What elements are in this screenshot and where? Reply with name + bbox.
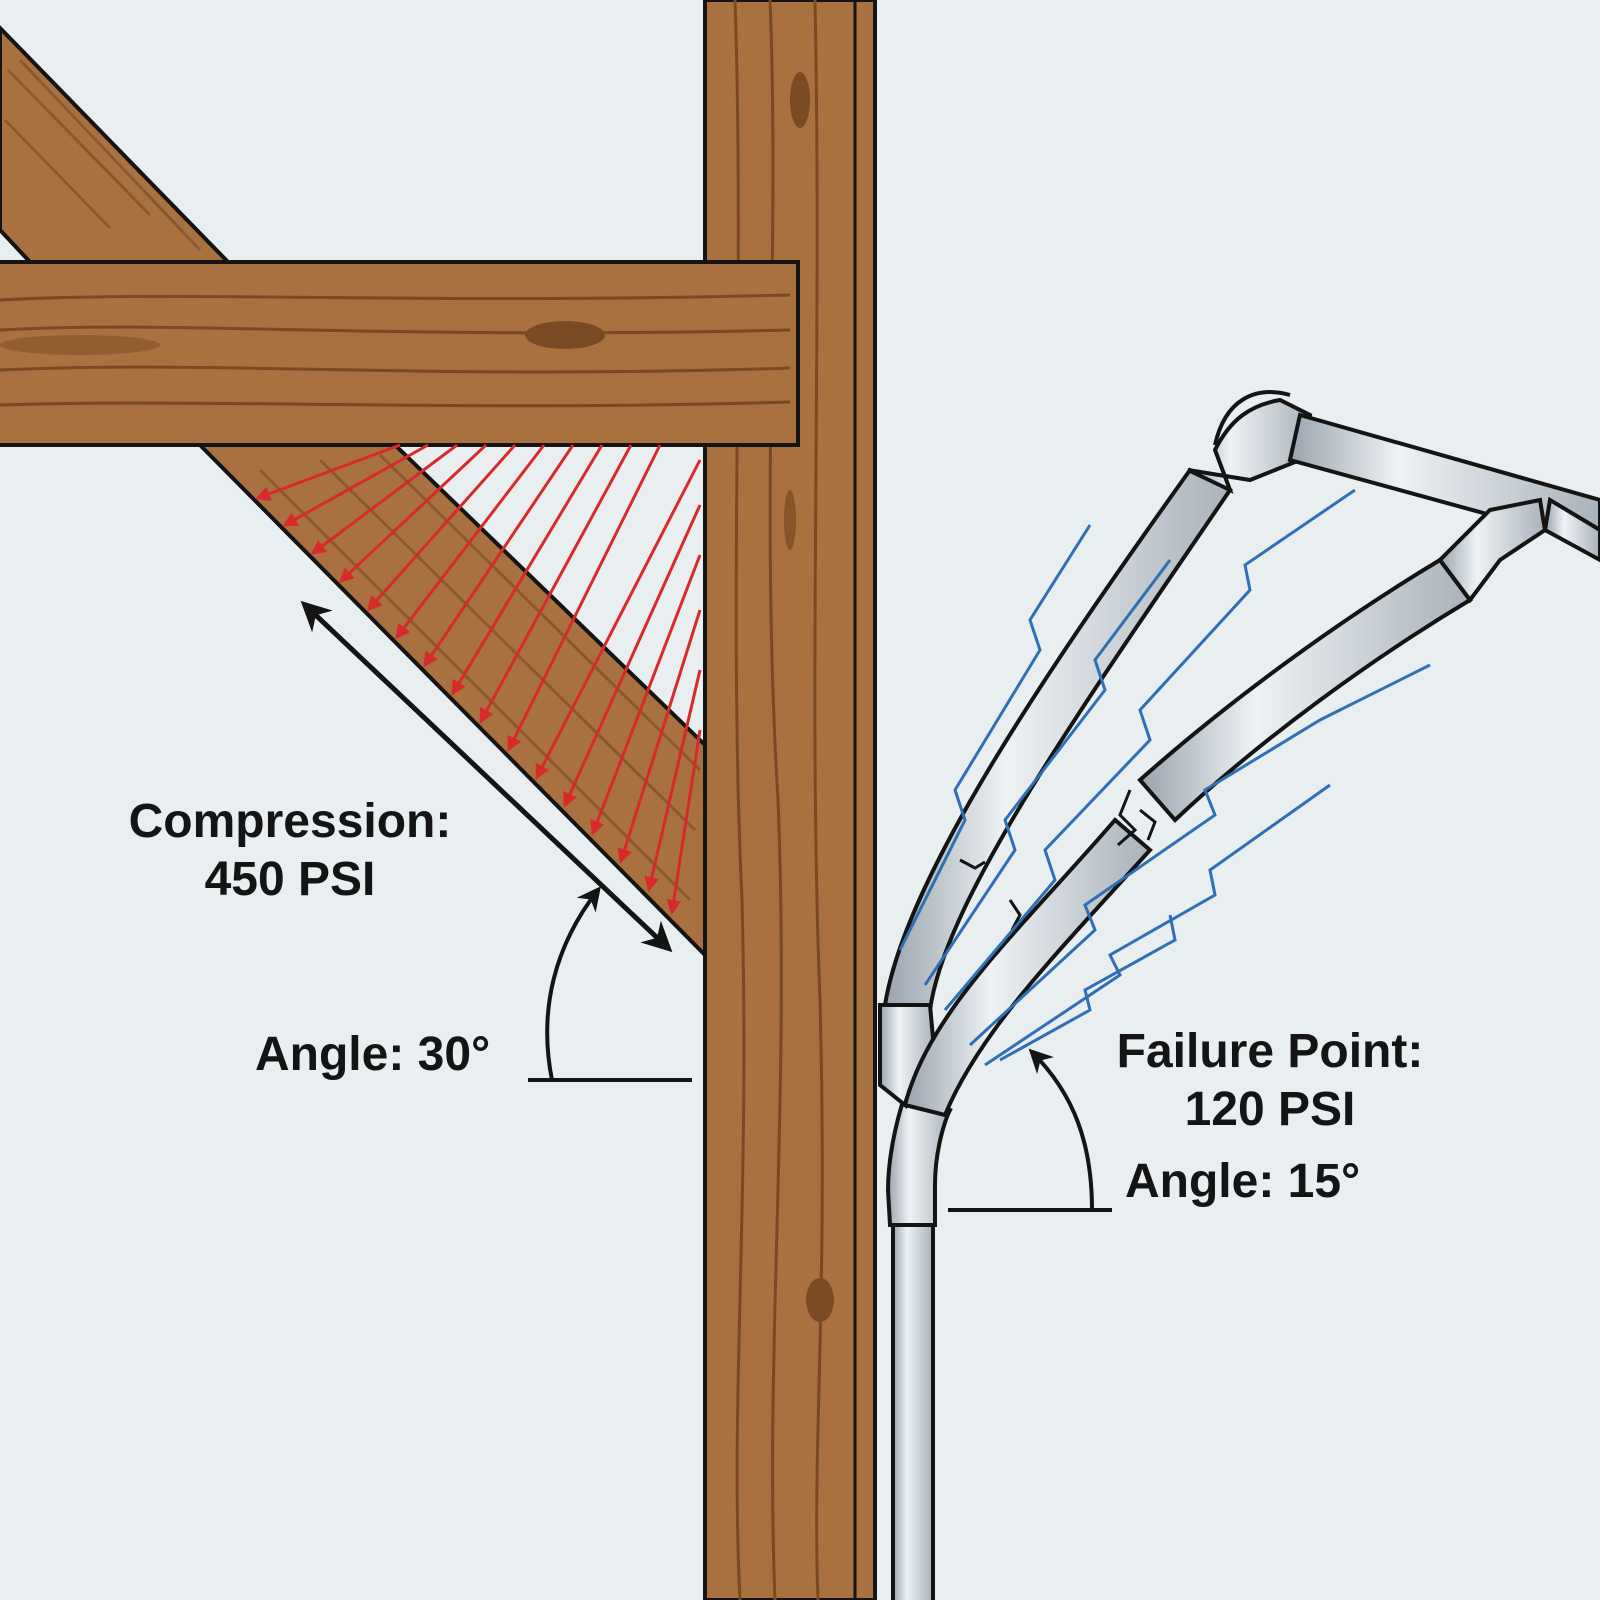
- stress-lines: [898, 488, 1431, 1067]
- vertical-post: [703, 0, 877, 1600]
- crack-icon: [959, 789, 1157, 931]
- failure-title: Failure Point:: [1116, 1025, 1424, 1078]
- horizontal-beam: [0, 260, 800, 447]
- compression-label: Compression: 450 PSI: [100, 793, 480, 909]
- failure-point-label: Failure Point: 120 PSI: [1100, 1023, 1440, 1139]
- angle-arc-right-icon: [948, 1048, 1112, 1212]
- upper-diagonal-beam: [0, 25, 233, 264]
- failure-value: 120 PSI: [1184, 1083, 1356, 1136]
- compression-value: 450 PSI: [204, 853, 376, 906]
- compression-title: Compression:: [128, 795, 452, 848]
- angle-right-label: Angle: 15°: [1125, 1155, 1361, 1208]
- angle-left-label: Angle: 30°: [255, 1028, 491, 1081]
- angle-arc-left-icon: [528, 886, 692, 1082]
- dimension-arrow-icon: [300, 600, 673, 953]
- conduit-pipe: [878, 390, 1600, 1600]
